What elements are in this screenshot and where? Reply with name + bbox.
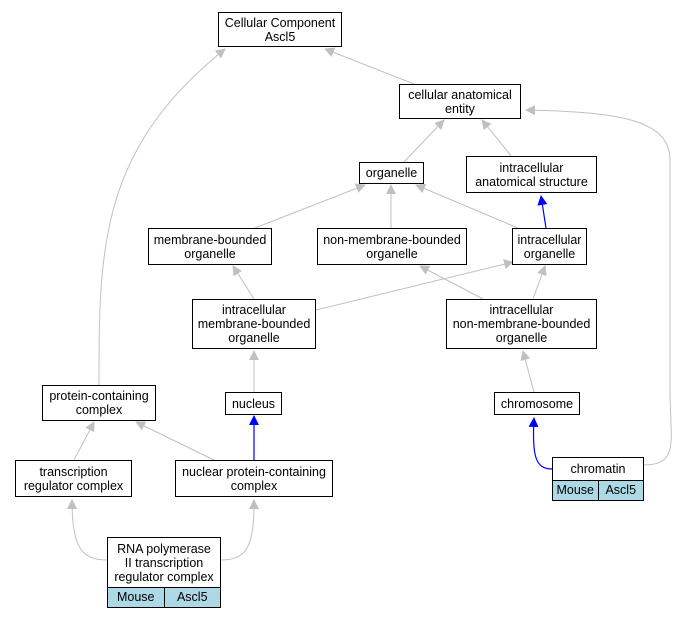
rnap-annotation-row: Mouse Ascl5	[107, 587, 221, 608]
node-label: organelle	[523, 246, 576, 261]
edge-imbo-mbo	[232, 265, 255, 300]
node-label: cellular anatomical	[408, 87, 512, 102]
annotation-species-tag[interactable]: Mouse	[108, 588, 164, 607]
node-nucleus[interactable]: nucleus	[225, 392, 282, 415]
node-organelle[interactable]: organelle	[359, 162, 424, 184]
node-label: membrane-bounded	[197, 317, 311, 331]
edge-chromatin-chromosome	[528, 417, 553, 470]
node-label: intracellular	[222, 303, 286, 317]
annotation-species-tag[interactable]: Mouse	[553, 481, 598, 500]
edge-rnap-npcc	[220, 499, 259, 561]
node-label: intracellular	[499, 160, 564, 175]
node-label: regulator complex	[114, 569, 214, 584]
node-label: chromatin	[570, 462, 626, 476]
edge-cae-root	[324, 47, 415, 85]
node-label: transcription	[39, 464, 108, 479]
edge-imbo-io	[315, 259, 514, 311]
node-label: organelle	[495, 331, 548, 345]
annotation-gene-tag[interactable]: Ascl5	[597, 481, 643, 500]
node-label: organelle	[365, 166, 418, 180]
edge-trc-pcc	[73, 421, 95, 461]
node-label: organelle	[228, 331, 280, 345]
node-label: non-membrane-bounded	[452, 317, 591, 331]
node-label: intracellular	[489, 303, 554, 317]
node-label: complex	[230, 478, 278, 493]
edge-npcc-pcc	[135, 421, 215, 461]
edge-inmbo-nmbo	[419, 265, 484, 300]
edge-io-ias	[537, 195, 548, 229]
node-label: RNA polymerase	[117, 541, 211, 556]
node-label: organelle	[184, 246, 236, 261]
node-chromosome[interactable]: chromosome	[494, 392, 580, 415]
edge-ias-cae	[481, 119, 513, 158]
edge-rnap-trc	[67, 499, 108, 561]
node-label: intracellular	[517, 232, 582, 247]
annotation-gene-tag[interactable]: Ascl5	[163, 588, 220, 607]
node-label: Cellular Component	[224, 15, 336, 30]
edge-io-organelle	[415, 183, 519, 229]
node-label: II transcription	[124, 555, 204, 570]
node-label: entity	[445, 101, 475, 116]
node-label: non-membrane-bounded	[323, 232, 461, 247]
node-label: anatomical structure	[475, 174, 588, 189]
node-label: Ascl5	[264, 29, 296, 44]
node-label: chromosome	[500, 396, 574, 411]
edge-pcc-root	[98, 48, 226, 386]
node-chromatin[interactable]: chromatin	[552, 457, 644, 480]
chromatin-annotation-row: Mouse Ascl5	[552, 480, 644, 501]
edge-chromatin-cae	[525, 105, 672, 466]
node-label: organelle	[366, 246, 418, 261]
edge-mbo-organelle	[254, 183, 366, 229]
edge-chromosome-inmbo	[520, 350, 535, 393]
edge-inmbo-io	[532, 265, 547, 300]
node-label: complex	[75, 403, 123, 417]
node-label: membrane-bounded	[153, 232, 267, 247]
node-label: nuclear protein-containing	[182, 464, 326, 479]
node-label: regulator complex	[23, 478, 124, 493]
node-label: protein-containing	[49, 389, 149, 403]
edge-organelle-cae	[403, 119, 445, 163]
node-label: nucleus	[231, 396, 276, 411]
